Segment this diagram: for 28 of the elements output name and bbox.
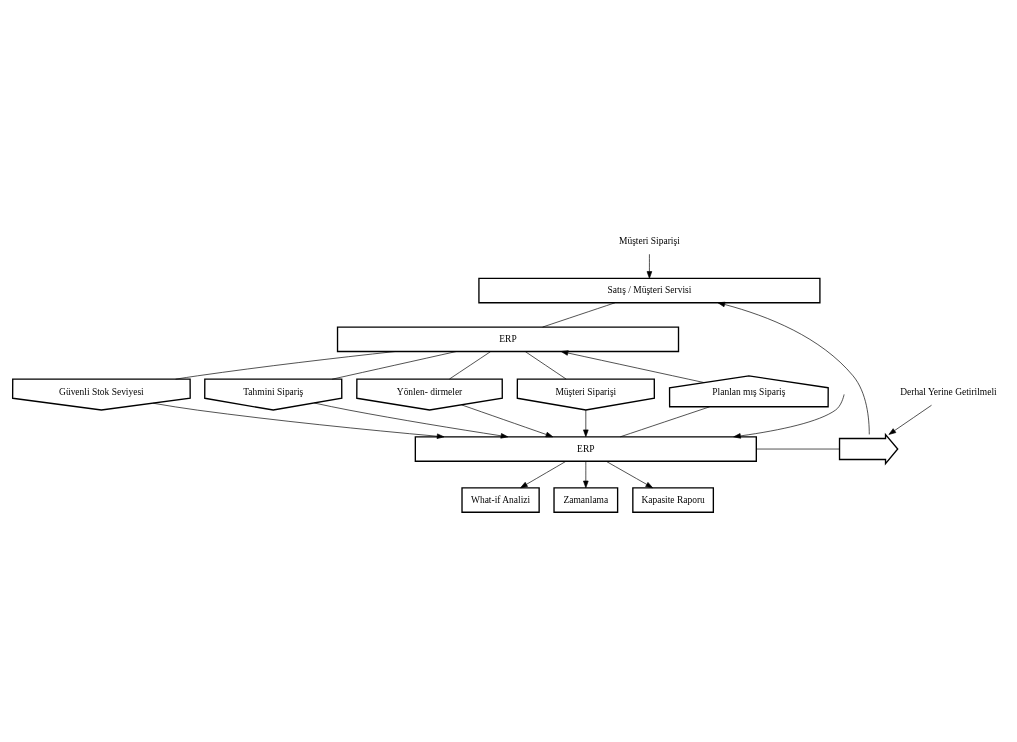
arrow [582,409,589,437]
node-arrow [838,432,899,466]
node-text: Müşteri Siparişi [618,236,680,247]
arrow [646,253,652,279]
node-box: Satış / Müşteri Servisi [477,277,821,304]
node-box: Kapasite Raporu [631,487,714,513]
connector [755,448,840,450]
node-box: What-if Analizi [460,487,540,513]
arrow [605,460,653,489]
connector [174,351,396,380]
arrow [732,394,844,439]
connector [619,406,710,438]
node-box: ERP [414,436,757,462]
arrow [152,402,444,439]
arrow [460,404,553,438]
connector [541,302,615,328]
connector [448,351,491,380]
arrow [519,460,566,489]
arrow [582,460,589,489]
node-text: Derhal Yerine Getirilmeli [899,387,997,398]
arrow [560,350,704,383]
connector [331,351,457,380]
node-box: ERP [336,326,679,353]
arrow [888,404,932,435]
node-box: Zamanlama [552,487,618,513]
arrow [313,402,508,439]
arrow [717,301,870,435]
connector [524,351,566,380]
